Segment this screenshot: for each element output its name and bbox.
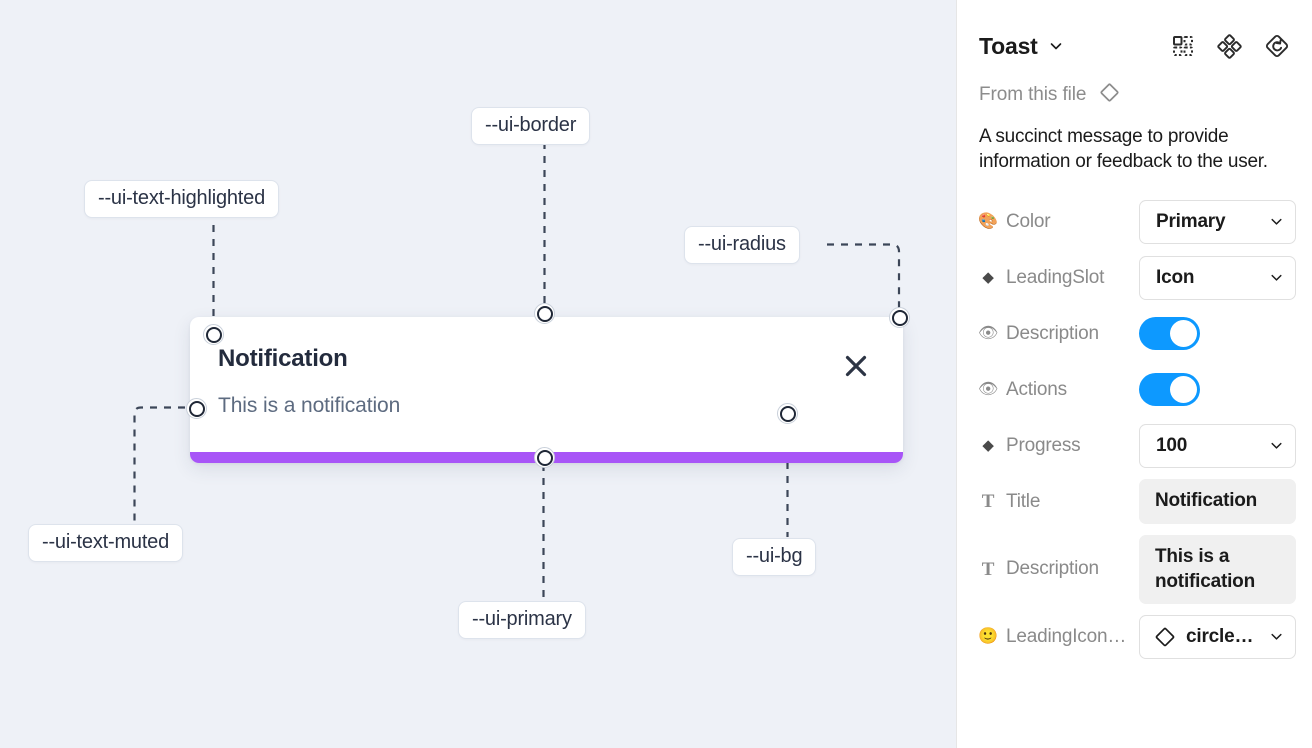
property-row-progress: ◆ Progress 100	[957, 423, 1312, 469]
from-this-file-row[interactable]: From this file	[957, 80, 1312, 110]
from-this-file-label: From this file	[979, 84, 1087, 105]
reset-instance-icon[interactable]	[1264, 33, 1290, 59]
close-icon[interactable]	[843, 353, 869, 379]
chevron-down-icon	[1269, 214, 1284, 229]
toast-component[interactable]: Notification This is a notification	[190, 317, 903, 463]
component-set-icon[interactable]	[1171, 34, 1195, 58]
property-control-color: Primary	[1139, 199, 1296, 244]
annotation-pill-ui-radius[interactable]: --ui-radius	[684, 226, 800, 264]
property-row-leadingslot: ◆ LeadingSlot Icon	[957, 255, 1312, 301]
diamond-icon: ◆	[982, 269, 994, 287]
property-row-color: 🎨 Color Primary	[957, 199, 1312, 245]
annotation-pill-ui-text-muted[interactable]: --ui-text-muted	[28, 524, 184, 562]
properties-panel: Toast	[956, 0, 1312, 748]
anchor-handle-primary[interactable]	[534, 447, 555, 468]
property-control-actions	[1139, 373, 1296, 407]
property-row-description-toggle: 👁 Description	[957, 311, 1312, 357]
chevron-down-icon[interactable]	[1048, 38, 1064, 54]
chevron-down-icon	[1269, 270, 1284, 285]
smiley-icon: 🙂	[979, 627, 998, 645]
property-name: Color	[1006, 210, 1051, 232]
actions-toggle[interactable]	[1139, 373, 1200, 407]
property-row-leadingicon: 🙂 LeadingIcon… circle…	[957, 614, 1312, 660]
component-description: A succinct message to provide informatio…	[979, 126, 1268, 173]
title-input[interactable]: Notification	[1139, 479, 1296, 524]
color-select[interactable]: Primary	[1139, 199, 1296, 244]
toast-title: Notification	[218, 345, 348, 372]
property-row-title: T Title Notification	[957, 479, 1312, 525]
annotation-pill-ui-text-highlighted[interactable]: --ui-text-highlighted	[84, 180, 279, 218]
description-toggle[interactable]	[1139, 317, 1200, 351]
property-label-leadingicon: 🙂 LeadingIcon…	[979, 626, 1139, 648]
property-label-progress: ◆ Progress	[979, 435, 1139, 457]
eye-icon: 👁	[979, 380, 999, 398]
design-canvas[interactable]: Notification This is a notification --ui…	[0, 0, 956, 748]
panel-header: Toast	[957, 0, 1312, 92]
property-control-progress: 100	[1139, 423, 1296, 468]
text-icon: T	[981, 558, 995, 580]
property-label-color: 🎨 Color	[979, 211, 1139, 233]
annotation-pill-ui-primary[interactable]: --ui-primary	[458, 601, 586, 639]
description-input[interactable]: This is a notification	[1139, 534, 1296, 604]
property-control-title: Notification	[1139, 479, 1296, 524]
chevron-down-icon	[1269, 629, 1284, 644]
property-control-description-text: This is a notification	[1139, 534, 1296, 604]
text-icon: T	[981, 491, 995, 513]
leadingslot-select[interactable]: Icon	[1139, 255, 1296, 300]
property-name: Description	[1006, 322, 1099, 344]
property-name: Actions	[1006, 378, 1067, 400]
property-label-description-text: T Description	[979, 558, 1139, 580]
progress-select-value: 100	[1156, 434, 1188, 456]
anchor-handle-bg[interactable]	[777, 403, 798, 424]
property-name: LeadingIcon…	[1006, 625, 1127, 647]
property-control-leadingslot: Icon	[1139, 255, 1296, 300]
anchor-handle-border[interactable]	[534, 303, 555, 324]
toast-description: This is a notification	[218, 394, 401, 417]
header-icon-group	[1171, 33, 1290, 59]
property-name: Progress	[1006, 434, 1081, 456]
property-label-title: T Title	[979, 491, 1139, 513]
eye-icon: 👁	[979, 324, 999, 342]
anchor-handle-text-muted[interactable]	[186, 398, 207, 419]
color-select-value: Primary	[1156, 210, 1226, 232]
annotation-pill-ui-border[interactable]: --ui-border	[471, 107, 591, 145]
annotation-pill-ui-bg[interactable]: --ui-bg	[732, 538, 817, 576]
variants-cluster-icon[interactable]	[1217, 33, 1242, 59]
connector-ui-border	[543, 142, 546, 314]
property-control-leadingicon: circle…	[1139, 614, 1296, 659]
property-name: Title	[1006, 490, 1041, 512]
leadingicon-select[interactable]: circle…	[1139, 614, 1296, 659]
property-label-description: 👁 Description	[979, 323, 1139, 345]
diamond-icon: ◆	[982, 437, 994, 455]
anchor-handle-radius[interactable]	[889, 307, 910, 328]
anchor-handle-text-highlighted[interactable]	[203, 324, 224, 345]
property-label-leadingslot: ◆ LeadingSlot	[979, 267, 1139, 289]
palette-icon: 🎨	[979, 212, 998, 230]
chevron-down-icon	[1269, 438, 1284, 453]
property-label-actions: 👁 Actions	[979, 379, 1139, 401]
property-name: Description	[1006, 558, 1099, 580]
connector-ui-primary	[542, 464, 545, 601]
leadingicon-select-value: circle…	[1186, 625, 1254, 647]
progress-select[interactable]: 100	[1139, 423, 1296, 468]
diamond-icon	[1153, 625, 1177, 649]
property-row-actions-toggle: 👁 Actions	[957, 367, 1312, 413]
property-control-description	[1139, 317, 1296, 351]
leadingslot-select-value: Icon	[1156, 266, 1195, 288]
diamond-icon	[1097, 80, 1122, 110]
page-title: Toast	[979, 32, 1038, 59]
property-row-description-text: T Description This is a notification	[957, 534, 1312, 604]
property-name: LeadingSlot	[1006, 266, 1105, 288]
